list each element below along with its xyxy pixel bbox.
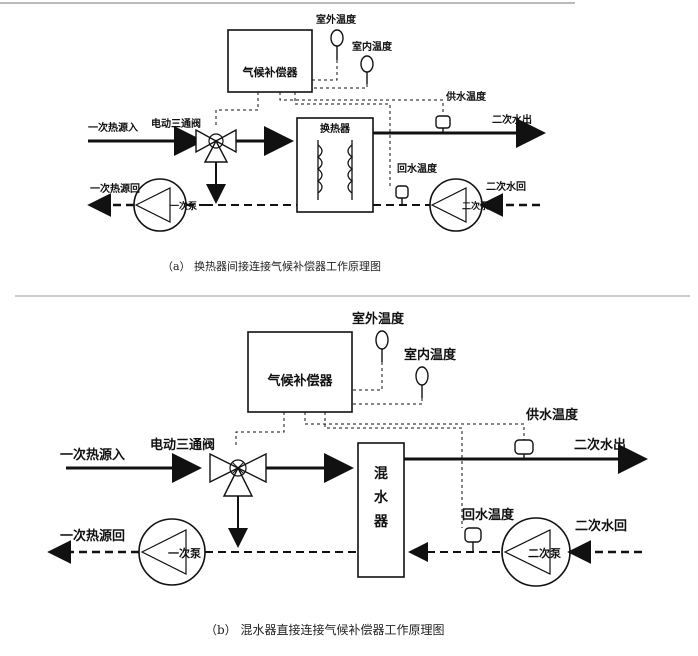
compensator-box-a xyxy=(227,29,313,93)
caption-a: （a） 换热器间接连接气候补偿器工作原理图 xyxy=(162,259,381,273)
supply-temp-sensor-icon-a xyxy=(435,115,451,133)
mixer-label-3: 器 xyxy=(373,514,389,530)
pump-left-label-b: 一次泵 xyxy=(168,546,201,560)
exchanger-label: 换热器 xyxy=(320,122,351,135)
secondary-out-label-b: 二次水出 xyxy=(574,437,626,453)
signal-indoor-b xyxy=(352,398,423,405)
outdoor-temp-label-b: 室外温度 xyxy=(352,311,405,327)
secondary-out-label-a: 二次水出 xyxy=(492,113,532,126)
primary-in-label-b: 一次热源入 xyxy=(60,447,125,463)
diagram-a: 气候补偿器 室外温度 室内温度 一次热源入 电动三通阀 xyxy=(87,13,546,273)
secondary-return-label-a: 二次水回 xyxy=(486,180,526,193)
return-temp-label-b: 回水温度 xyxy=(462,507,515,523)
pump-left-label-a: 一次泵 xyxy=(170,200,198,212)
supply-temp-sensor-icon-b xyxy=(514,439,534,459)
signal-supply-a xyxy=(279,92,444,112)
diagram-b: 气候补偿器 室外温度 室内温度 一次热源入 电动三通阀 xyxy=(47,311,648,637)
outdoor-temp-label-a: 室外温度 xyxy=(316,13,357,26)
primary-return-label-a: 一次热源回 xyxy=(90,182,140,195)
signal-valve-a xyxy=(215,92,259,128)
signal-outdoor-a xyxy=(312,60,338,81)
exchanger-coil-icon xyxy=(316,140,354,200)
signal-return-b xyxy=(324,412,463,528)
supply-temp-label-b: 供水温度 xyxy=(525,407,579,423)
indoor-temp-label-a: 室内温度 xyxy=(352,40,393,53)
indoor-temp-label-b: 室内温度 xyxy=(404,347,457,363)
mixer-label-1: 混 xyxy=(374,466,388,482)
outdoor-sensor-icon-a xyxy=(330,29,344,60)
secondary-return-label-b: 二次水回 xyxy=(575,518,627,534)
mixer-label-2: 水 xyxy=(374,489,389,506)
supply-temp-label-a: 供水温度 xyxy=(445,90,487,103)
three-way-valve-icon-a xyxy=(195,128,237,163)
signal-supply-b xyxy=(304,412,525,440)
primary-return-label-b: 一次热源回 xyxy=(60,528,125,544)
primary-pump-icon-b xyxy=(138,518,206,586)
valve-label-a: 电动三通阀 xyxy=(151,117,201,130)
caption-b: （b） 混水器直接连接气候补偿器工作原理图 xyxy=(205,622,445,637)
water-mixer-box xyxy=(357,442,405,578)
compensator-label-b: 气候补偿器 xyxy=(267,373,333,389)
primary-in-label-a: 一次热源入 xyxy=(88,121,138,134)
return-temp-sensor-icon-b xyxy=(464,527,482,552)
signal-indoor-a xyxy=(312,84,368,89)
compensator-label-a: 气候补偿器 xyxy=(242,65,299,79)
secondary-pump-icon-a xyxy=(429,178,483,232)
signal-return-a xyxy=(294,92,391,188)
three-way-valve-icon-b xyxy=(209,452,267,497)
compensator-box-b xyxy=(247,331,353,413)
return-temp-label-a: 回水温度 xyxy=(397,162,438,175)
indoor-sensor-icon-b xyxy=(415,366,429,398)
indoor-sensor-icon-a xyxy=(360,55,374,84)
outdoor-sensor-icon-b xyxy=(375,330,389,362)
valve-label-b: 电动三通阀 xyxy=(150,437,215,453)
pump-right-label-b: 二次泵 xyxy=(528,546,561,560)
signal-valve-b xyxy=(235,412,285,446)
return-temp-sensor-icon-a xyxy=(395,185,409,205)
heat-exchanger-box xyxy=(296,117,374,213)
signal-outdoor-b xyxy=(352,362,383,391)
